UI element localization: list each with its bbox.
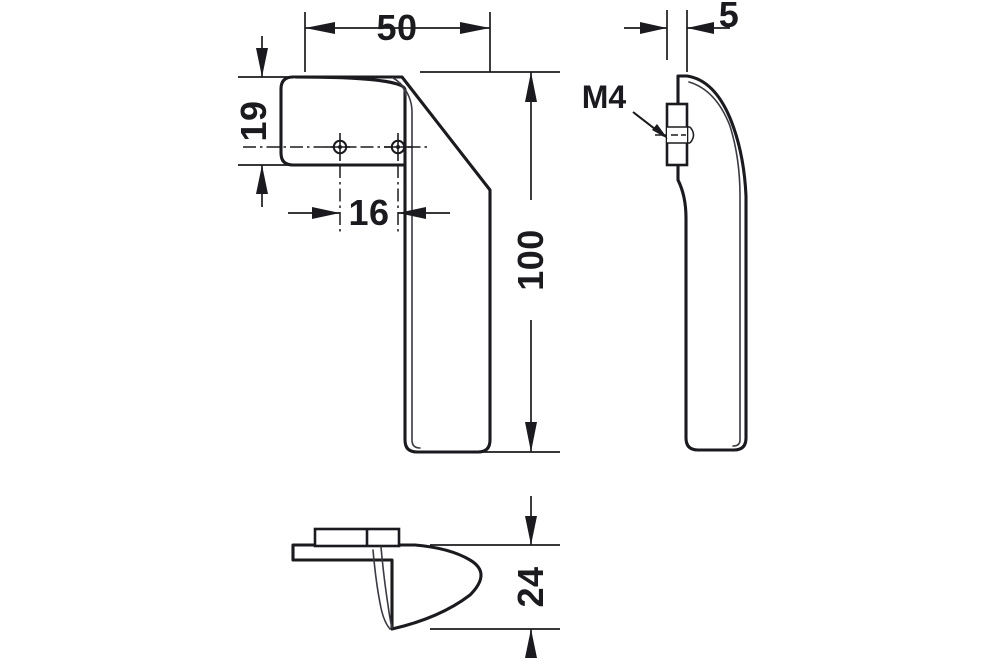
top-view-inner-contour [380,546,393,629]
dimension-24: 24 [430,496,560,658]
m4-leader-arrow [652,124,668,139]
top-view [291,527,483,631]
side-view-inner-contour [688,81,741,447]
top-view-inner-contour-2 [372,549,391,630]
dimension-100: 100 [420,71,560,453]
dim16-arrow-left [312,207,340,219]
dimension-16: 16 [288,192,450,233]
dim24-arrow-bottom [525,629,537,658]
front-view-flange-edge [392,77,407,97]
dimension-5: 5 [624,0,739,72]
mounting-hole-1 [326,133,354,161]
top-view-boss-block [313,527,401,548]
front-view-body-outline [291,75,492,454]
m4-thread-hole [655,126,695,144]
dim16-label: 16 [348,192,389,233]
front-view [243,75,492,454]
dim100-arrow-bottom [525,422,537,452]
dim50-label: 50 [376,7,417,48]
dim5-arrow-left [640,22,667,34]
dim19-arrow-bottom [256,165,268,194]
dim50-arrow-right [460,22,490,34]
dim16-arrow-right [398,207,426,219]
side-view-body-outline [676,74,748,452]
dim19-label: 19 [233,100,274,141]
top-view-plate-outline [291,543,483,631]
dim24-arrow-top [525,516,537,545]
dim5-label: 5 [719,0,740,35]
dimension-19: 19 [233,36,300,207]
dim24-label: 24 [510,566,551,607]
side-view: M4 [582,74,748,452]
dim100-label: 100 [510,229,551,291]
m4-label: M4 [582,79,627,115]
dimension-50: 50 [304,7,491,72]
mounting-hole-2 [384,133,412,161]
m4-callout: M4 [582,79,668,139]
dim5-arrow-right [687,22,714,34]
dim19-arrow-top [256,48,268,77]
dim100-arrow-top [525,72,537,102]
dim50-arrow-left [305,22,335,34]
front-view-inner-contour [399,82,421,449]
